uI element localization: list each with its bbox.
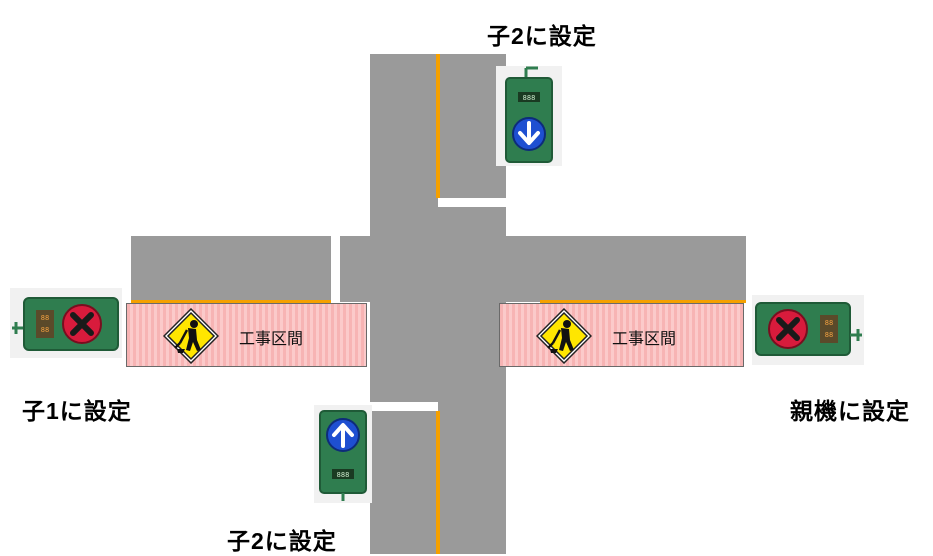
stop-line-west [331, 236, 340, 302]
center-line-north [436, 54, 440, 198]
label-left-signal: 子1に設定 [22, 398, 132, 424]
center-line-west [131, 300, 331, 303]
svg-text:88: 88 [41, 314, 49, 322]
green-signal-up-arrow-icon: 888 [314, 405, 372, 503]
label-bottom-signal: 子2に設定 [227, 528, 337, 554]
road-center [370, 236, 506, 396]
red-x-stop-signal-icon: 88 88 [10, 288, 122, 358]
construction-zone-left: 工事区間 [126, 303, 367, 367]
svg-text:888: 888 [337, 471, 350, 479]
center-line-south [436, 411, 440, 554]
stop-line-south [370, 402, 438, 411]
svg-text:88: 88 [825, 331, 833, 339]
zone-label: 工事区間 [239, 331, 304, 348]
construction-zone-right: 工事区間 [499, 303, 744, 367]
label-right-signal: 親機に設定 [790, 398, 910, 424]
green-signal-down-arrow-icon: 888 [496, 66, 562, 166]
red-x-stop-signal-icon: 88 88 [752, 295, 864, 365]
zone-label: 工事区間 [612, 331, 677, 348]
road-work-diamond-sign-icon [163, 308, 219, 364]
road-west [131, 236, 370, 302]
stop-line-north [438, 198, 506, 207]
center-line-east [540, 300, 746, 303]
svg-text:88: 88 [41, 326, 49, 334]
road-east [506, 236, 746, 302]
label-top-signal: 子2に設定 [487, 23, 597, 49]
road-work-diamond-sign-icon [536, 308, 592, 364]
svg-text:888: 888 [523, 94, 536, 102]
svg-text:88: 88 [825, 319, 833, 327]
